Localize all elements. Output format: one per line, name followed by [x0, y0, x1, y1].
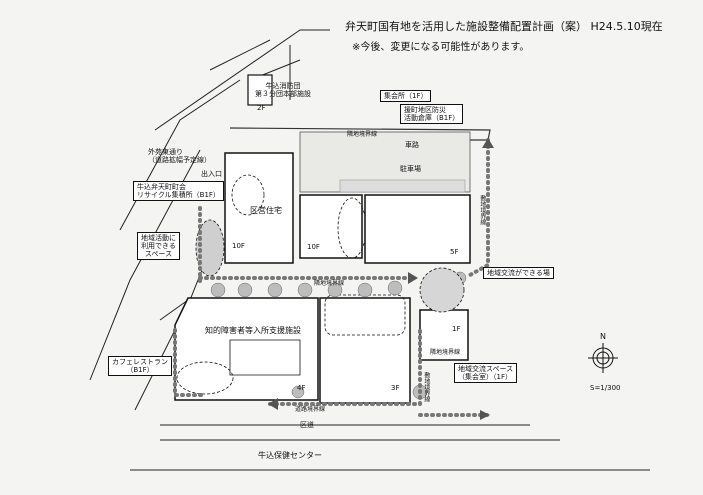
site-boundary-vertical-label: 敷地境界線 [478, 195, 486, 225]
exchange-place-label: 地域交流ができる場 [483, 267, 554, 280]
north-compass [588, 343, 618, 373]
fire-station-floor: 2F [257, 104, 266, 112]
disaster-storage-label: 援町地区防災 活動倉庫（B1F） [400, 104, 464, 125]
scale-label: S=1/300 [590, 384, 621, 392]
exchange-place-zone [419, 267, 465, 313]
floor-3f: 3F [391, 384, 400, 392]
flow-arrows [268, 138, 494, 420]
floor-1f: 1F [452, 325, 461, 333]
community-space-zone [195, 219, 225, 277]
building3-floor: 5F [450, 248, 459, 256]
disabled-facility-label: 知的障害者等入所支援施設 [205, 326, 301, 335]
boundary-north-label: 隣地境界線 [347, 131, 378, 138]
boundary-small-1-label: 隣地境界線 [430, 349, 461, 356]
boundary-middle-label: 隣地境界線 [314, 280, 345, 287]
road-bottom-label: 区道 [300, 421, 314, 429]
boundary-bottom-label: 道路境界線 [295, 406, 326, 413]
plan-note: ※今後、変更になる可能性があります。 [352, 42, 530, 53]
meeting-room-label: 集会所（1F） [380, 90, 432, 103]
facility-inner-lines [229, 339, 301, 376]
exchange-space-label: 地域交流スペース （集会室）（1F） [454, 363, 518, 384]
cafe-label: カフェレストラン （B1F） [108, 356, 172, 377]
walkway-dots [173, 138, 492, 417]
building-10f [299, 194, 363, 259]
plan-title: 弁天町国有地を活用した施設整備配置計画（案） H24.5.10現在 [345, 20, 663, 33]
ward-housing-building [224, 152, 294, 264]
fire-station-building [247, 74, 273, 106]
disabled-support-facility [174, 297, 319, 401]
building2-floor: 10F [307, 243, 320, 251]
gaien-street-label: 外苑東通り （道路拡幅予定線） [148, 148, 211, 165]
fire-station-label: 牛込消防団 第３分団本部施設 [255, 82, 311, 99]
entrance-label: 出入口 [201, 170, 222, 178]
recycle-depot-label: 牛込弁天町町会 リサイクル集積所（B1F） [133, 181, 224, 202]
building-5f [364, 194, 471, 264]
floor-4f: 4F [297, 384, 306, 392]
community-space-label: 地域活動に 利用できる スペース [137, 232, 180, 261]
parking-label: 駐車場 [400, 165, 421, 173]
ward-housing-floor: 10F [232, 242, 245, 250]
north-label: N [600, 332, 606, 341]
boundary-small-2-label: 敷地境界線 [422, 372, 430, 402]
parking-stripe [339, 179, 466, 193]
health-center-label: 牛込保健センター [258, 451, 322, 460]
ward-housing-label: 区営住宅 [250, 206, 282, 215]
road-top-label: 車路 [405, 141, 419, 149]
ward-housing-dashed-zone [231, 174, 265, 216]
site-boundary-north [229, 127, 491, 141]
